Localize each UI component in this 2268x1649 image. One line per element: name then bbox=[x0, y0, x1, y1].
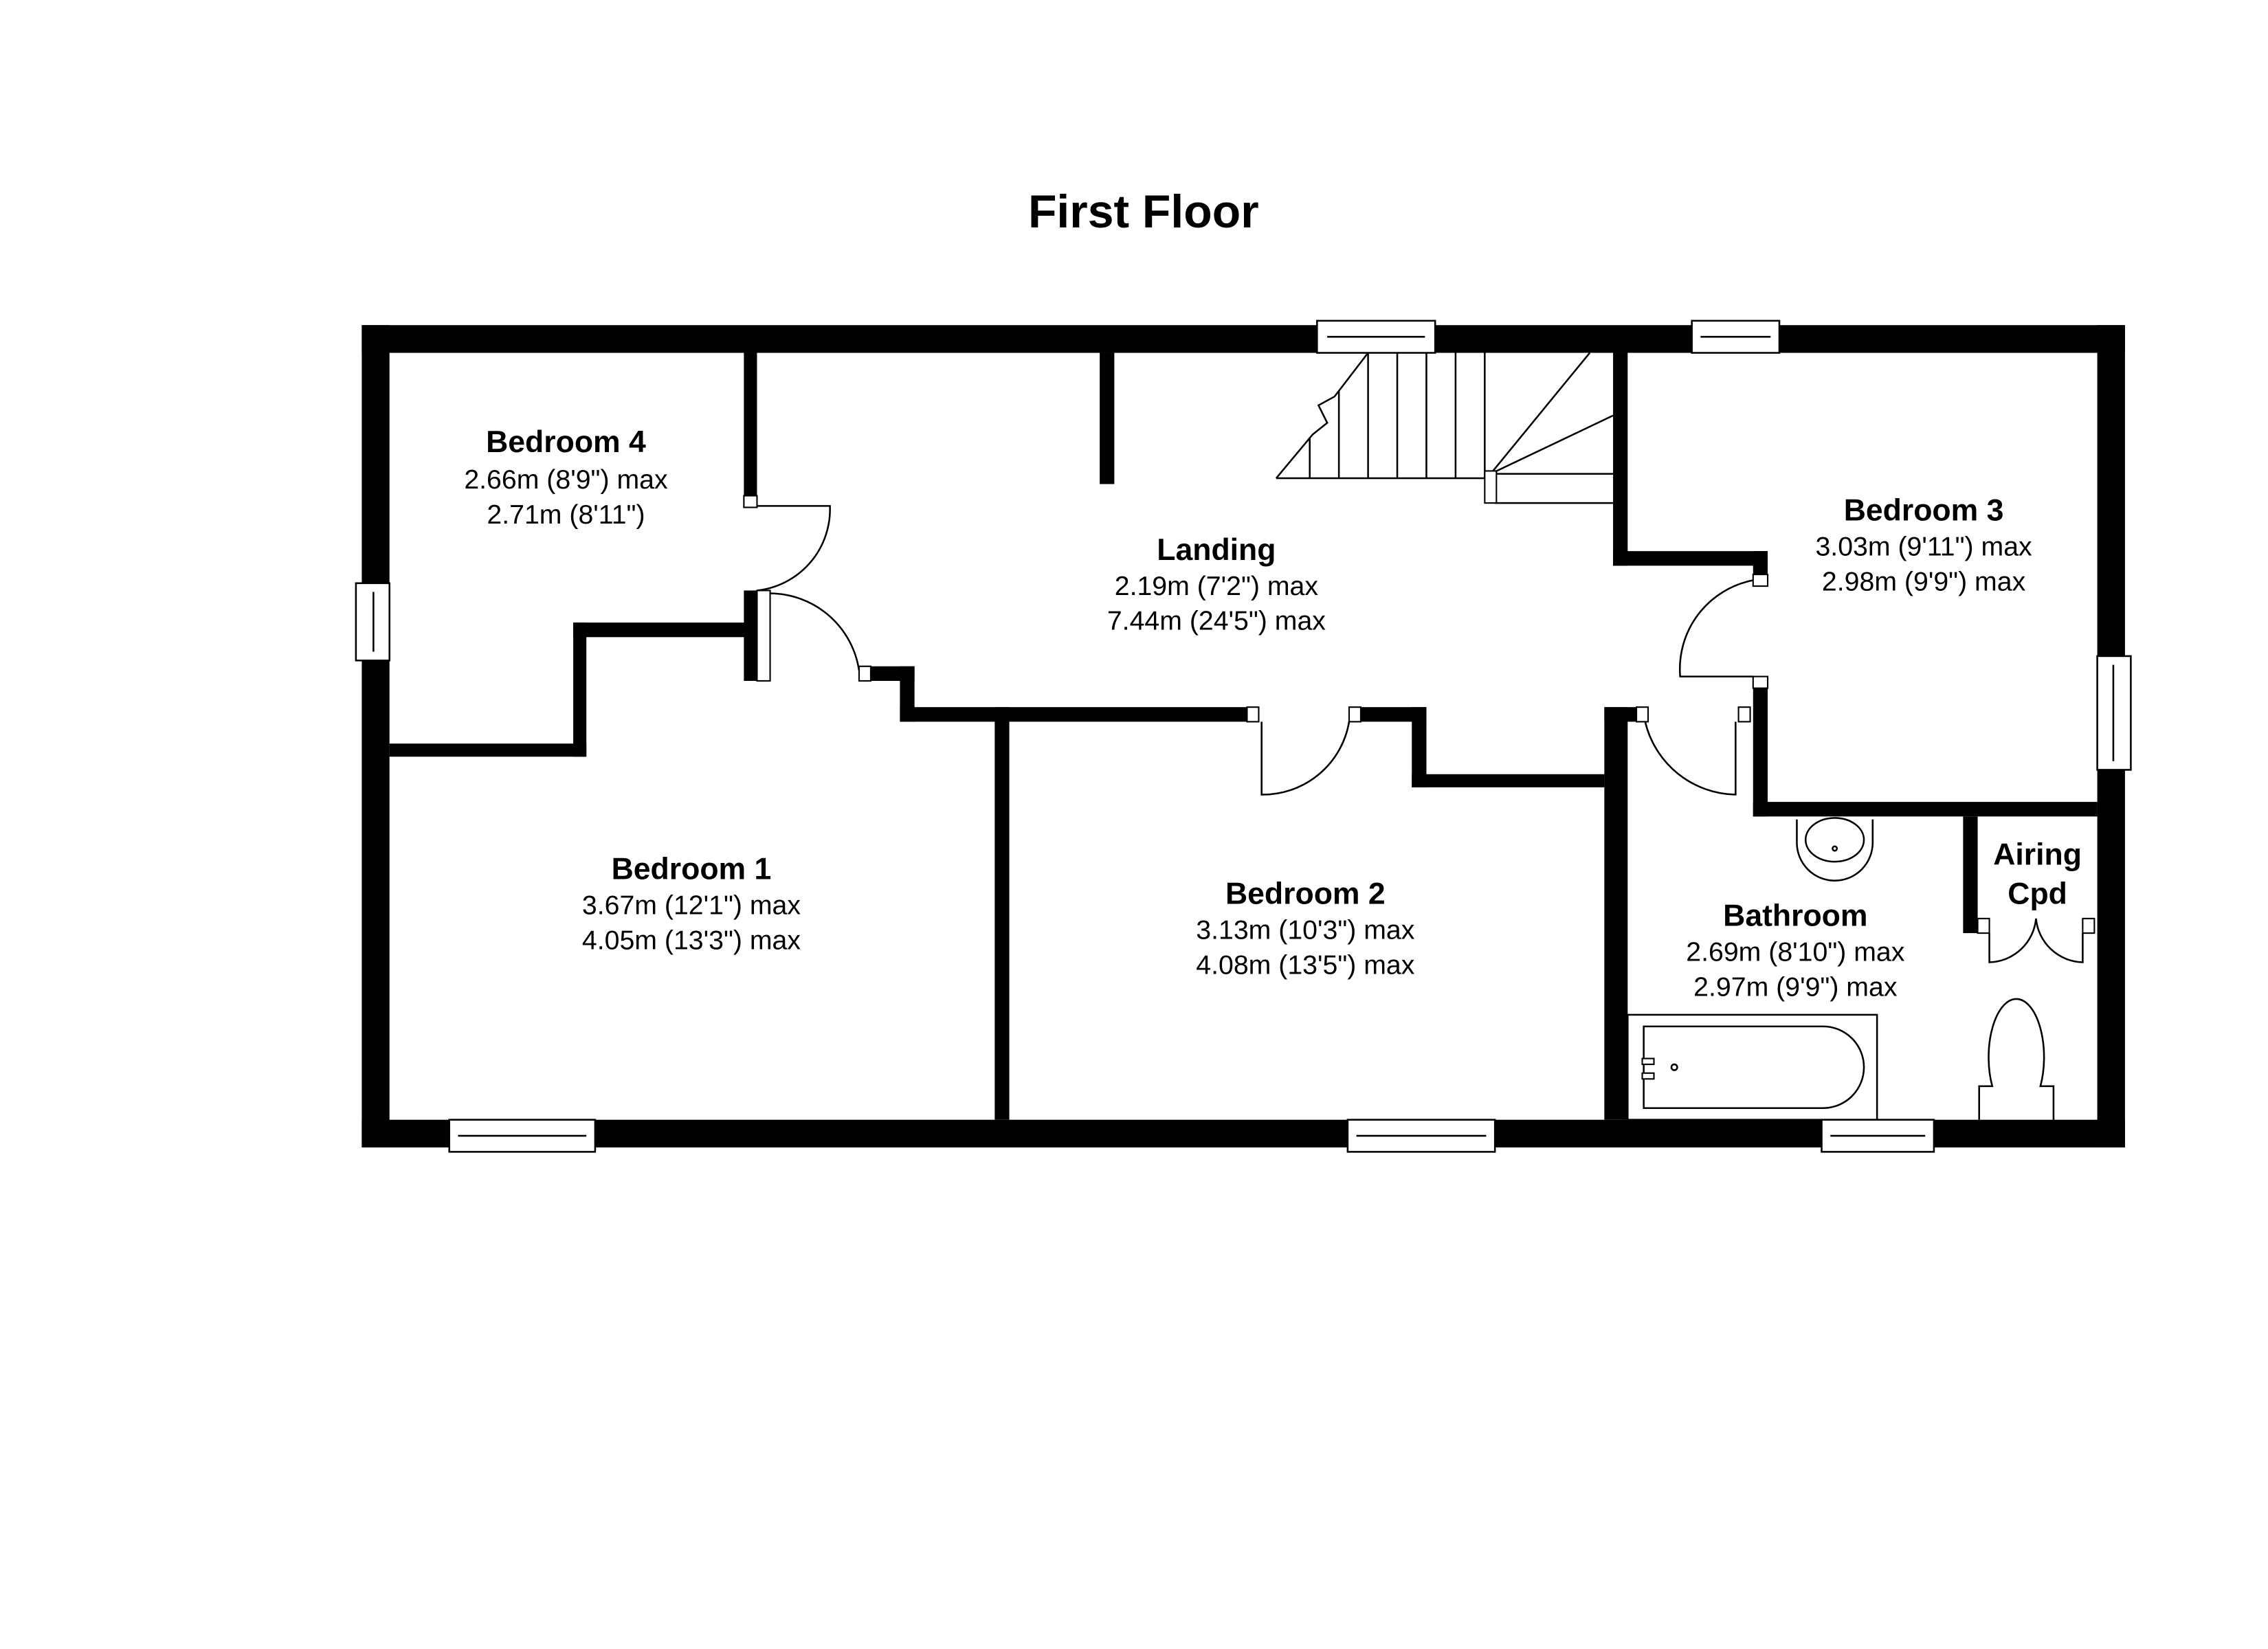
room-name-landing: Landing bbox=[1157, 533, 1276, 567]
room-dim: 7.44m (24'5") max bbox=[1107, 606, 1326, 636]
room-dim: 3.67m (12'1") max bbox=[582, 890, 801, 921]
room-labels: Bedroom 4 2.66m (8'9") max 2.71m (8'11")… bbox=[464, 425, 2082, 1002]
toilet-icon bbox=[1978, 998, 2055, 1120]
room-name-bathroom: Bathroom bbox=[1723, 899, 1867, 932]
sink-icon bbox=[1796, 819, 1874, 882]
room-dim: 3.13m (10'3") max bbox=[1196, 915, 1414, 945]
room-name-bedroom2: Bedroom 2 bbox=[1225, 877, 1386, 911]
room-dim: 4.08m (13'5") max bbox=[1196, 950, 1414, 980]
room-dim: 2.19m (7'2") max bbox=[1115, 571, 1319, 601]
floor-title: First Floor bbox=[1028, 186, 1259, 238]
room-dim: 2.71m (8'11") bbox=[487, 500, 645, 530]
room-dim: 4.05m (13'3") max bbox=[582, 925, 801, 955]
room-dim: 2.98m (9'9") max bbox=[1822, 566, 2026, 596]
room-name-bedroom1: Bedroom 1 bbox=[612, 853, 772, 886]
room-name-bedroom4: Bedroom 4 bbox=[486, 425, 646, 459]
staircase bbox=[1275, 352, 1614, 504]
room-dim: 2.97m (9'9") max bbox=[1693, 972, 1898, 1002]
bath-icon bbox=[1627, 1013, 1878, 1121]
room-name-cpd: Cpd bbox=[2008, 877, 2067, 911]
room-dim: 2.66m (8'9") max bbox=[464, 464, 668, 495]
fixtures bbox=[1627, 817, 2055, 1121]
room-name-bedroom3: Bedroom 3 bbox=[1844, 494, 2004, 528]
doors bbox=[743, 495, 2095, 963]
room-name-airing: Airing bbox=[1993, 838, 2082, 871]
room-dim: 2.69m (8'10") max bbox=[1686, 936, 1904, 967]
windows bbox=[355, 319, 2132, 1153]
room-dim: 3.03m (9'11") max bbox=[1815, 531, 2032, 561]
